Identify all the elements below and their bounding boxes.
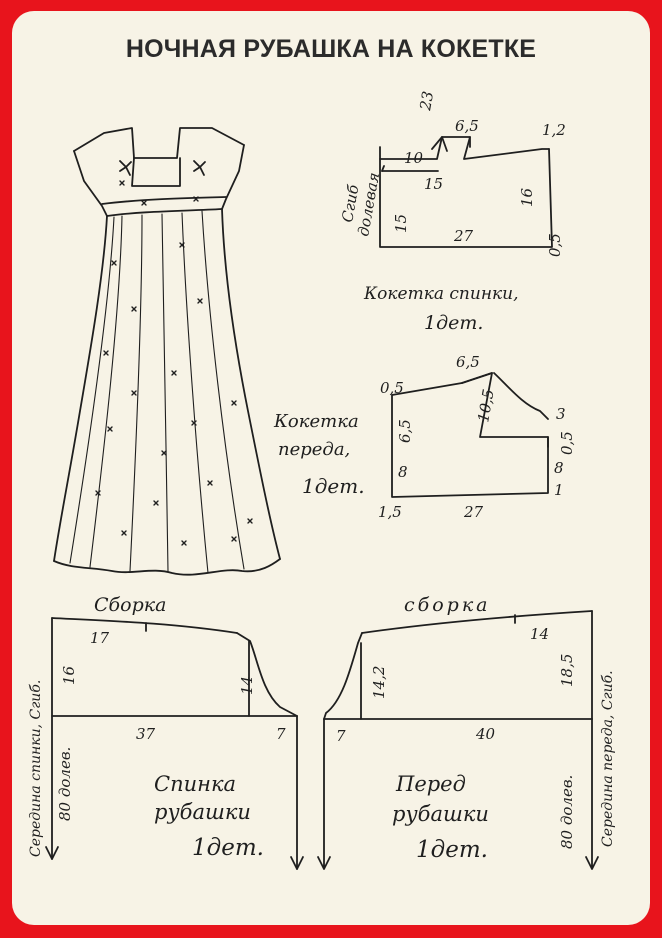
back-yoke-fold-2: долевая xyxy=(354,171,383,238)
dim-front-7: 7 xyxy=(336,727,346,745)
front-title: Перед xyxy=(395,772,466,796)
dim-front-yoke-8b: 8 xyxy=(554,459,564,477)
dim-front-14: 14 xyxy=(530,625,549,643)
front-yoke-labels: 6,5 0,5 6,5 10,5 3 0,5 8 8 1 1,5 27 Коке… xyxy=(273,353,576,521)
dim-front-yoke-6-5-top: 6,5 xyxy=(456,353,480,371)
illustration-card: НОЧНАЯ РУБАШКА НА КОКЕТКЕ xyxy=(12,11,650,925)
dim-front-40: 40 xyxy=(475,725,496,743)
dim-front-18-5: 18,5 xyxy=(558,654,576,687)
back-title: Спинка xyxy=(154,772,236,796)
pattern-drawing: 23 6,5 1,2 10 15 16 15 27 0,5 Сгиб долев… xyxy=(28,90,616,870)
front-yoke-pattern xyxy=(391,372,549,498)
back-side-label: Середина спинки, Сгиб. xyxy=(28,680,44,857)
front-yoke-sub: переда, xyxy=(278,439,350,460)
back-panel-pattern xyxy=(45,617,304,870)
back-yoke-labels: 23 6,5 1,2 10 15 16 15 27 0,5 Сгиб долев… xyxy=(338,90,566,334)
dim-back-yoke-0-5: 0,5 xyxy=(546,233,564,257)
dim-front-yoke-3: 3 xyxy=(556,405,566,423)
front-panel-labels: сборка Середина переда, Сгиб. 14 14,2 18… xyxy=(336,594,616,863)
dim-front-yoke-8a: 8 xyxy=(398,463,408,481)
front-yoke-count: 1дет. xyxy=(302,474,365,498)
front-sub: рубашки xyxy=(392,802,489,826)
dim-back-yoke-16: 16 xyxy=(518,187,536,207)
front-count: 1дет. xyxy=(416,837,488,863)
dim-front-14-2: 14,2 xyxy=(370,666,388,699)
back-yoke-title: Кокетка спинки, xyxy=(363,284,519,304)
front-side-label: Середина переда, Сгиб. xyxy=(600,670,616,847)
front-yoke-title: Кокетка xyxy=(273,411,359,432)
dim-back-37: 37 xyxy=(136,725,156,743)
back-yoke-pattern xyxy=(379,136,553,248)
nightgown-illustration xyxy=(53,127,281,576)
dim-back-yoke-15b: 15 xyxy=(392,214,410,233)
dim-front-yoke-10-5: 10,5 xyxy=(474,388,498,424)
dim-back-yoke-1-2: 1,2 xyxy=(542,121,566,139)
dim-front-yoke-6-5: 6,5 xyxy=(396,419,414,443)
dim-back-17: 17 xyxy=(90,629,110,647)
back-gather-label: Сборка xyxy=(94,594,166,616)
dim-back-80: 80 долев. xyxy=(56,747,74,821)
back-sub: рубашки xyxy=(154,800,251,824)
dim-front-yoke-1: 1 xyxy=(554,481,564,499)
dim-back-yoke-23: 23 xyxy=(416,90,437,113)
dim-front-yoke-27: 27 xyxy=(463,503,484,521)
dim-back-yoke-27: 27 xyxy=(453,227,474,245)
dim-front-yoke-0-5a: 0,5 xyxy=(380,379,404,397)
dim-back-16: 16 xyxy=(60,665,78,685)
back-panel-labels: Сборка Середина спинки, Сгиб. 17 16 14 3… xyxy=(28,594,286,861)
back-count: 1дет. xyxy=(192,835,264,861)
back-yoke-count: 1дет. xyxy=(424,312,483,334)
dim-front-yoke-1-5: 1,5 xyxy=(378,503,402,521)
dim-front-80: 80 долев. xyxy=(558,775,576,849)
dim-back-14: 14 xyxy=(238,676,256,695)
front-gather-label: сборка xyxy=(404,594,491,616)
front-panel-pattern xyxy=(317,610,599,870)
dim-back-yoke-15a: 15 xyxy=(424,175,443,193)
dim-back-7: 7 xyxy=(276,725,286,743)
dim-front-yoke-0-5b: 0,5 xyxy=(558,431,576,455)
page-title: НОЧНАЯ РУБАШКА НА КОКЕТКЕ xyxy=(125,35,537,63)
dim-back-yoke-6-5: 6,5 xyxy=(455,117,479,135)
dim-back-yoke-10: 10 xyxy=(404,149,424,167)
